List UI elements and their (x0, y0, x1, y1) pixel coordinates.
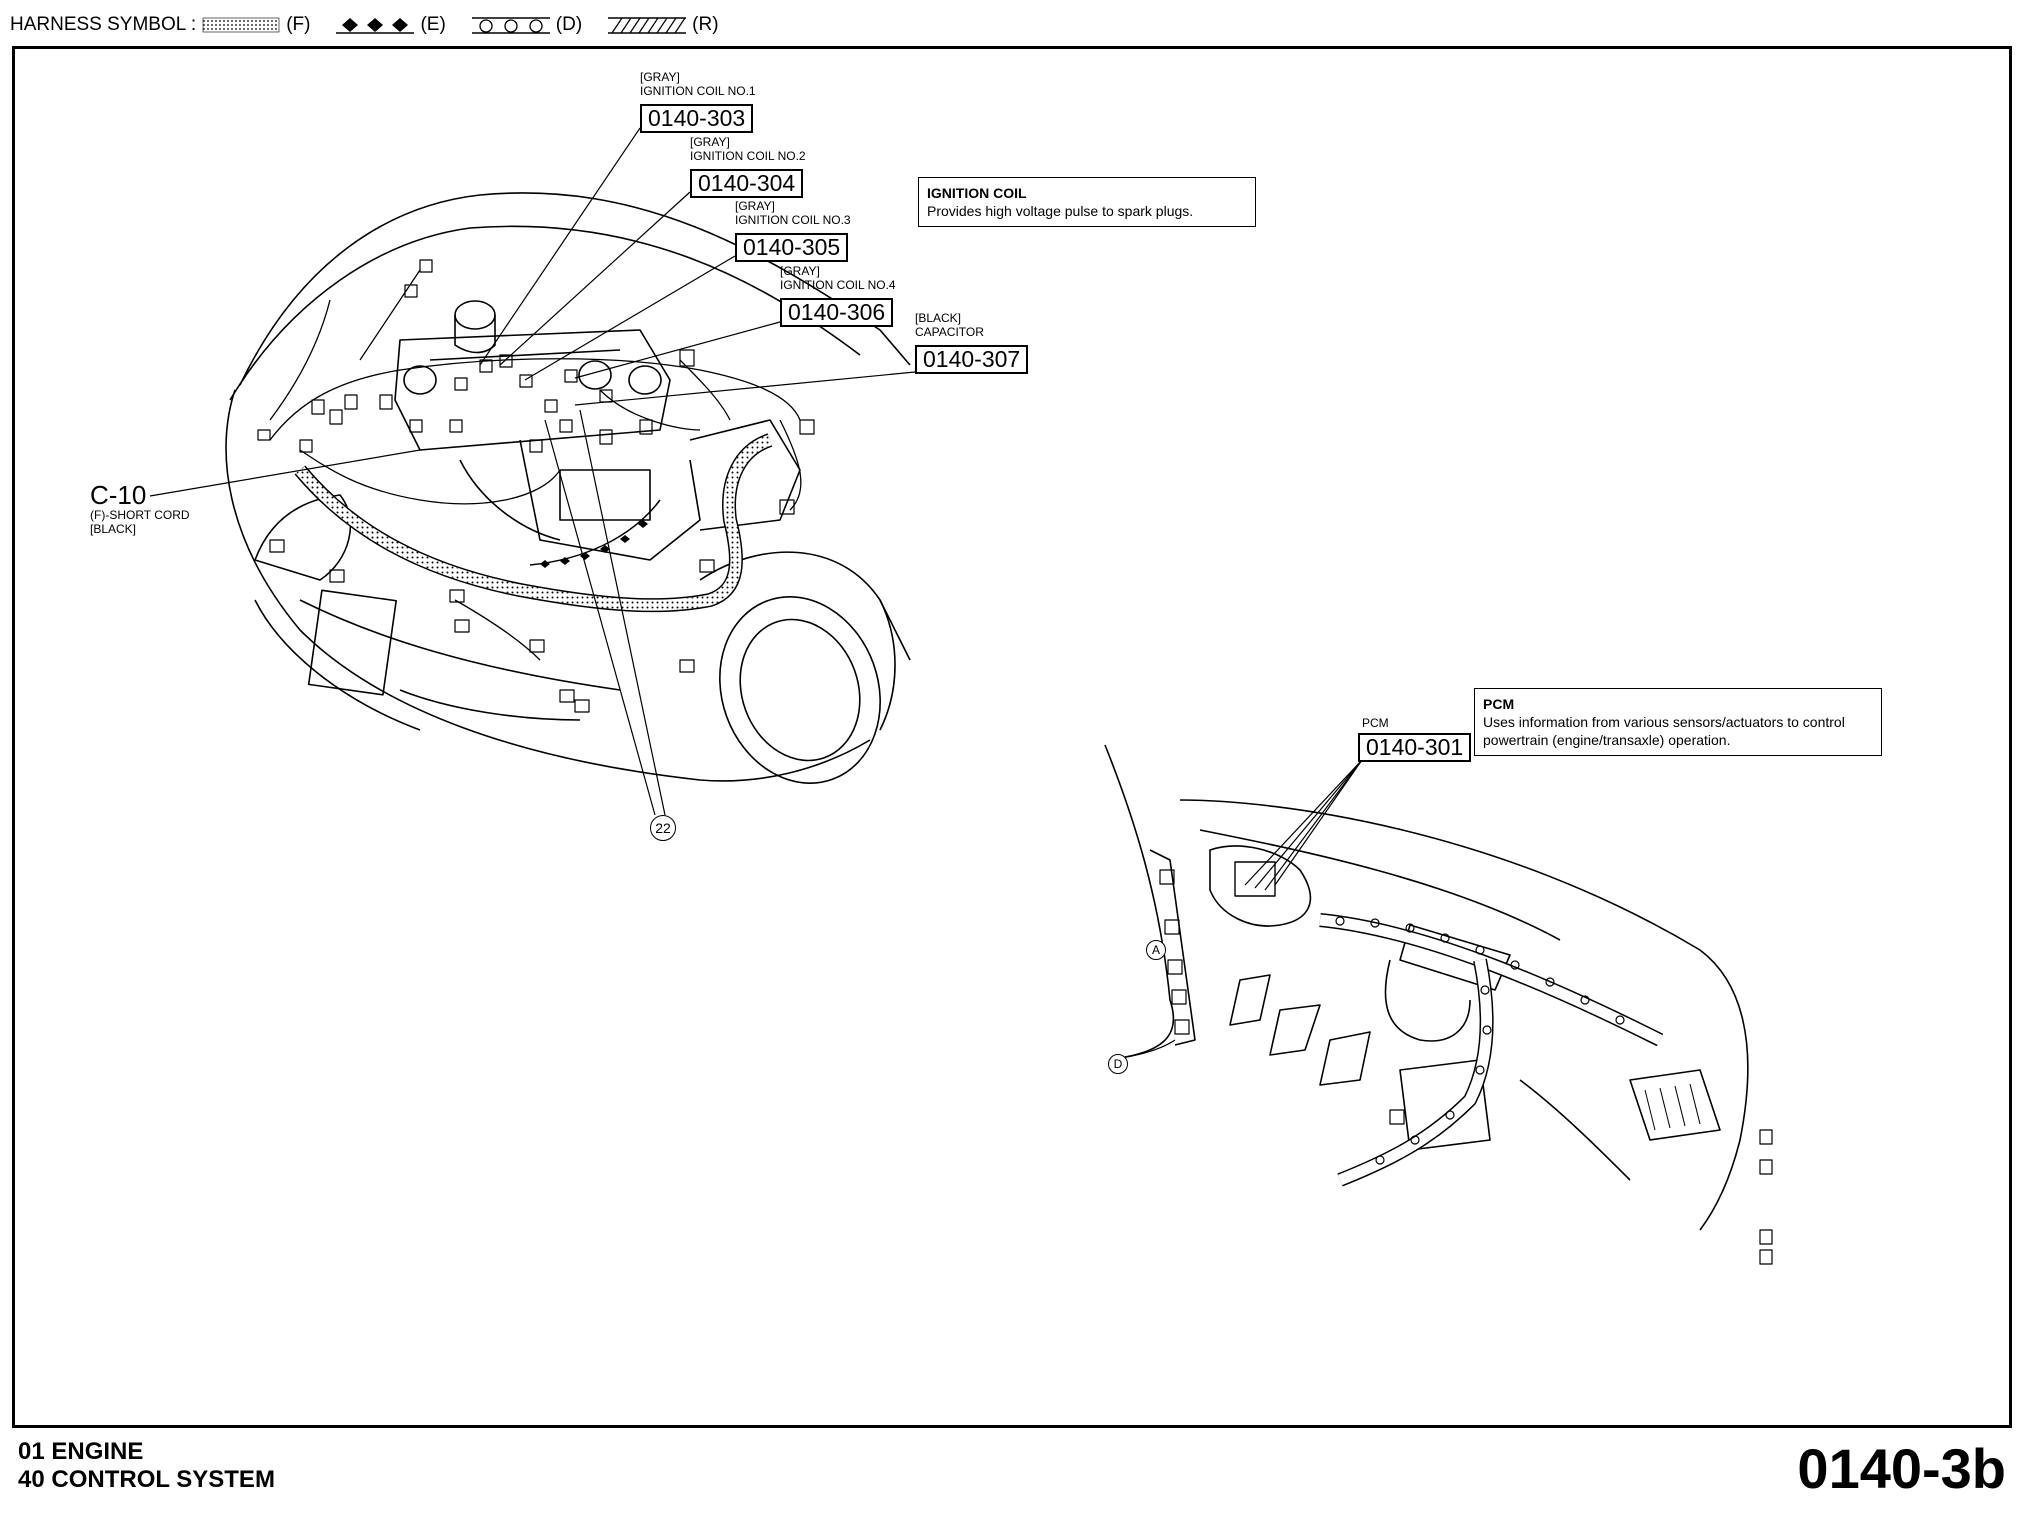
coil2-code-box[interactable]: 0140-304 (690, 169, 804, 198)
coil4-color-label: [GRAY] (780, 264, 820, 278)
pcm-name-label: PCM (1362, 716, 1389, 730)
coil3-code-box[interactable]: 0140-305 (735, 233, 849, 262)
ignition-coil-note-title: IGNITION COIL (927, 185, 1027, 201)
coil1-name-label: IGNITION COIL NO.1 (640, 84, 756, 98)
coil4-code-box[interactable]: 0140-306 (780, 298, 894, 327)
ground-point-22-marker: 22 (650, 815, 676, 841)
footer-section-control-system: 40 CONTROL SYSTEM (18, 1466, 275, 1493)
capacitor-code-box[interactable]: 0140-307 (915, 345, 1029, 374)
ignition-coil-note-text: Provides high voltage pulse to spark plu… (927, 203, 1194, 219)
diagonal-hatch-icon (608, 17, 687, 34)
dashboard-drawing (1104, 744, 1773, 1265)
pcm-leader-lines (1244, 759, 1363, 891)
pcm-note: PCM Uses information from various sensor… (1474, 688, 1882, 756)
c10-type-label: (F)-SHORT CORD (90, 508, 190, 522)
symbol-key-f: (F) (286, 14, 311, 35)
coil1-code-box[interactable]: 0140-303 (640, 104, 754, 133)
pcm-note-title: PCM (1483, 696, 1515, 712)
c10-code-label: C-10 (90, 480, 147, 510)
symbol-key-e: (E) (420, 14, 446, 35)
coil3-name-label: IGNITION COIL NO.3 (735, 213, 851, 227)
harness-symbol-label: HARNESS SYMBOL : (10, 14, 197, 35)
page-number: 0140-3b (1797, 1437, 2006, 1500)
engine-compartment-drawing (225, 192, 911, 784)
capacitor-name-label: CAPACITOR (915, 325, 984, 339)
marker-d: D (1108, 1054, 1128, 1074)
diamond-chain-icon (336, 18, 415, 34)
symbol-key-r: (R) (692, 14, 719, 35)
c10-color-label: [BLACK] (90, 522, 137, 536)
symbol-key-d: (D) (555, 14, 583, 35)
diagram-frame (12, 46, 2012, 1428)
coil2-name-label: IGNITION COIL NO.2 (690, 149, 806, 163)
footer-section-engine: 01 ENGINE (18, 1438, 144, 1465)
pcm-note-text: Uses information from various sensors/ac… (1483, 714, 1845, 748)
coil4-name-label: IGNITION COIL NO.4 (780, 278, 896, 292)
marker-a: A (1146, 940, 1166, 960)
ignition-coil-note: IGNITION COIL Provides high voltage puls… (918, 177, 1256, 227)
capacitor-color-label: [BLACK] (915, 311, 962, 325)
pcm-code-box[interactable]: 0140-301 (1358, 733, 1472, 762)
harness-symbol-legend: HARNESS SYMBOL : (F) (E) (D) (R) (10, 12, 739, 38)
engine-leader-lines (149, 127, 916, 816)
circle-chain-icon (471, 17, 550, 34)
coil1-color-label: [GRAY] (640, 70, 680, 84)
dotted-hatch-icon (202, 17, 280, 33)
coil2-color-label: [GRAY] (690, 135, 730, 149)
coil3-color-label: [GRAY] (735, 199, 775, 213)
